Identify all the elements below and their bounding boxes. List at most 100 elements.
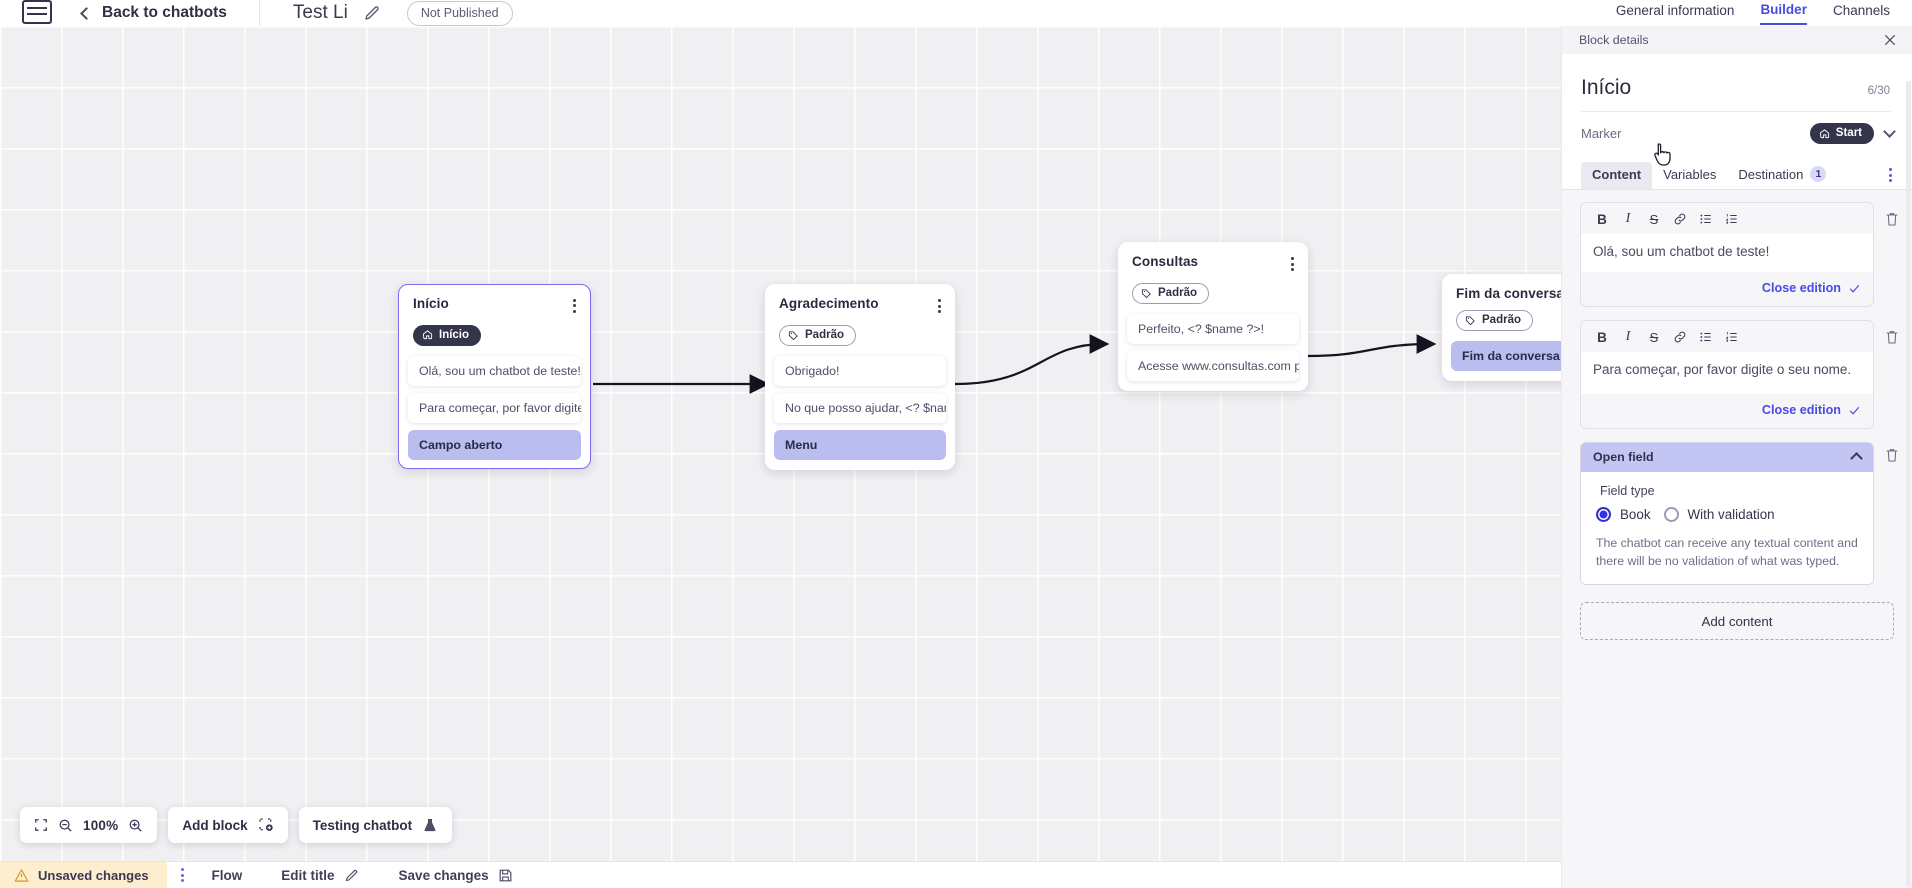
node-header: Agradecimento bbox=[765, 296, 955, 316]
radio-button[interactable] bbox=[1663, 507, 1679, 523]
flow-node-agradecimento[interactable]: Agradecimento Padrão Obrigado! No que po… bbox=[765, 284, 955, 470]
panel-more-menu-button[interactable] bbox=[1889, 168, 1896, 182]
node-title: Início bbox=[413, 295, 449, 311]
tab-content[interactable]: Content bbox=[1581, 161, 1653, 189]
tab-general-information[interactable]: General information bbox=[1615, 2, 1735, 18]
back-to-chatbots-button[interactable]: Back to chatbots bbox=[80, 4, 227, 22]
node-message[interactable]: Perfeito, <? $name ?>! bbox=[1127, 314, 1299, 344]
content-tab-panel: B I S bbox=[1562, 190, 1912, 888]
node-menu-button[interactable] bbox=[936, 296, 943, 316]
bullet-list-icon[interactable] bbox=[1693, 327, 1719, 347]
node-badge-label: Início bbox=[439, 328, 470, 341]
numbered-list-icon[interactable] bbox=[1719, 209, 1745, 229]
zoom-out-icon[interactable] bbox=[58, 818, 73, 833]
strikethrough-icon[interactable]: S bbox=[1649, 329, 1659, 345]
app-logo-icon[interactable] bbox=[22, 0, 52, 24]
flow-node-fim-da-conversa[interactable]: Fim da conversa Padrão Fim da conversa bbox=[1442, 274, 1561, 381]
node-badge-row: Padrão bbox=[765, 316, 955, 346]
zoom-in-icon[interactable] bbox=[128, 818, 143, 833]
fit-screen-icon[interactable] bbox=[34, 818, 48, 832]
trash-icon[interactable] bbox=[1884, 328, 1900, 346]
flow-node-inicio[interactable]: Início Início Olá, sou um chatbot de tes… bbox=[398, 284, 591, 469]
node-message-list: Perfeito, <? $name ?>! Acesse www.consul… bbox=[1118, 304, 1308, 381]
tab-variables-label: Variables bbox=[1663, 166, 1717, 182]
bold-icon[interactable]: B bbox=[1597, 211, 1607, 227]
link-icon[interactable] bbox=[1667, 327, 1693, 347]
marker-select[interactable]: Start bbox=[1809, 123, 1896, 144]
node-title: Agradecimento bbox=[779, 296, 879, 311]
tab-variables[interactable]: Variables bbox=[1652, 162, 1727, 189]
node-message[interactable]: Obrigado! bbox=[774, 356, 946, 386]
node-message[interactable]: Olá, sou um chatbot de teste! bbox=[408, 355, 581, 386]
field-type-radio-group: Book With validation bbox=[1596, 507, 1858, 523]
link-icon[interactable] bbox=[1667, 209, 1693, 229]
zoom-controls: 100% bbox=[20, 807, 158, 843]
check-icon bbox=[1849, 406, 1860, 415]
edit-title-button[interactable]: Edit title bbox=[281, 868, 358, 883]
tab-builder[interactable]: Builder bbox=[1760, 2, 1807, 25]
bullet-list-icon[interactable] bbox=[1693, 209, 1719, 229]
add-content-button[interactable]: Add content bbox=[1580, 602, 1894, 641]
panel-scrollbar[interactable] bbox=[1906, 81, 1911, 886]
pencil-icon[interactable] bbox=[363, 4, 381, 22]
open-field-header[interactable]: Open field bbox=[1581, 443, 1873, 473]
canvas-toolbar: 100% Add block Testing chatbot bbox=[20, 807, 453, 843]
home-icon bbox=[422, 330, 433, 340]
status-bar: Unsaved changes Flow Edit title Save cha… bbox=[0, 861, 1561, 888]
pencil-icon bbox=[345, 869, 357, 881]
close-edition-button[interactable]: Close edition bbox=[1762, 281, 1861, 295]
rich-text-editor[interactable]: B I S bbox=[1580, 202, 1874, 308]
node-menu-button[interactable] bbox=[1289, 254, 1296, 274]
italic-icon[interactable]: I bbox=[1625, 329, 1631, 345]
node-message-highlight[interactable]: Fim da conversa bbox=[1451, 341, 1561, 371]
radio-option-book[interactable]: Book bbox=[1596, 507, 1651, 523]
field-type-label: Field type bbox=[1600, 484, 1655, 499]
add-block-button[interactable]: Add block bbox=[168, 807, 288, 843]
block-title-row: Início 6/30 bbox=[1562, 54, 1912, 100]
numbered-list-icon[interactable] bbox=[1719, 327, 1745, 347]
flow-node-consultas[interactable]: Consultas Padrão Perfeito, <? $name ?>! … bbox=[1118, 242, 1308, 391]
node-message[interactable]: Acesse www.consultas.com par... bbox=[1127, 351, 1299, 381]
node-message[interactable]: No que posso ajudar, <? $name ... bbox=[774, 393, 946, 423]
testing-chatbot-button[interactable]: Testing chatbot bbox=[298, 807, 453, 843]
radio-option-with-validation[interactable]: With validation bbox=[1663, 507, 1775, 523]
node-badge-label: Padrão bbox=[1158, 287, 1197, 299]
editor-text[interactable]: Olá, sou um chatbot de teste! bbox=[1581, 234, 1873, 273]
node-message-highlight[interactable]: Campo aberto bbox=[408, 429, 581, 460]
editor-footer: Close edition bbox=[1581, 394, 1873, 428]
content-block-open-field: Open field Field type Book bbox=[1580, 442, 1900, 586]
radio-button[interactable] bbox=[1596, 507, 1611, 523]
bold-icon[interactable]: B bbox=[1597, 329, 1607, 345]
flow-canvas[interactable]: Início Início Olá, sou um chatbot de tes… bbox=[0, 26, 1561, 861]
node-message-highlight[interactable]: Menu bbox=[774, 430, 946, 460]
editor-toolbar: B I S bbox=[1581, 203, 1873, 234]
chevron-up-icon[interactable] bbox=[1850, 452, 1863, 466]
node-title: Fim da conversa bbox=[1456, 286, 1561, 301]
italic-icon[interactable]: I bbox=[1625, 211, 1631, 226]
trash-icon[interactable] bbox=[1884, 210, 1900, 228]
flow-button[interactable]: Flow bbox=[212, 868, 243, 883]
tab-content-label: Content bbox=[1592, 166, 1642, 182]
strikethrough-icon[interactable]: S bbox=[1649, 211, 1659, 227]
close-edition-button[interactable]: Close edition bbox=[1762, 403, 1861, 417]
status-menu-button[interactable] bbox=[167, 868, 198, 882]
close-icon[interactable] bbox=[1882, 32, 1898, 48]
block-details-panel: Block details Início 6/30 Marker Star bbox=[1561, 26, 1912, 888]
editor-text[interactable]: Para começar, por favor digite o seu nom… bbox=[1581, 352, 1873, 395]
floppy-disk-icon bbox=[499, 869, 512, 881]
chatbot-title: Test Li bbox=[292, 2, 348, 23]
tab-destination[interactable]: Destination 1 bbox=[1727, 161, 1837, 189]
tab-channels[interactable]: Channels bbox=[1832, 2, 1890, 18]
toolbar-divider bbox=[258, 0, 260, 26]
rich-text-editor[interactable]: B I S bbox=[1580, 320, 1874, 430]
save-changes-button[interactable]: Save changes bbox=[399, 868, 513, 883]
node-menu-button[interactable] bbox=[571, 296, 578, 316]
tag-icon bbox=[788, 330, 798, 340]
node-badge-default: Padrão bbox=[1456, 310, 1533, 331]
chevron-down-icon[interactable] bbox=[1883, 125, 1896, 138]
node-badge-label: Padrão bbox=[805, 329, 844, 341]
node-message[interactable]: Para começar, por favor digite o ... bbox=[408, 392, 581, 423]
add-block-label: Add block bbox=[182, 817, 248, 833]
trash-icon[interactable] bbox=[1884, 446, 1900, 464]
node-badge-row: Início bbox=[399, 316, 590, 346]
